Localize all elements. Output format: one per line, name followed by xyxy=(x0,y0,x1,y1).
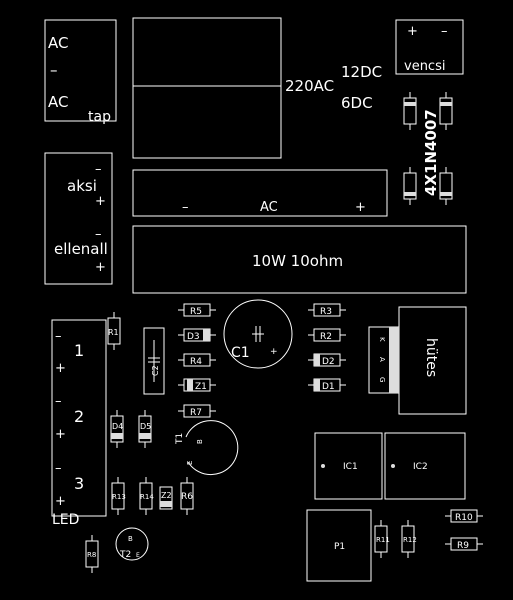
ellenall-label: ellenall xyxy=(54,240,108,258)
label-12dc: 12DC xyxy=(341,63,382,81)
led-plus-1: + xyxy=(55,361,66,376)
led-channel-3: 3 xyxy=(74,474,84,493)
r5-label: R5 xyxy=(190,307,202,317)
led-minus-1: – xyxy=(55,329,62,344)
d1-label: D1 xyxy=(322,382,335,392)
c1-label: C1 xyxy=(231,345,250,361)
ic1-package xyxy=(314,432,383,500)
ac-strip-plus: + xyxy=(355,200,366,215)
led-channel-2: 2 xyxy=(74,407,84,426)
t1-e: E xyxy=(186,461,194,465)
relay-label: hütes xyxy=(423,338,439,377)
ellenall-minus: – xyxy=(95,227,102,242)
ic2-label: IC2 xyxy=(413,462,428,472)
d4-label: D4 xyxy=(112,422,123,431)
ac-label-2: AC xyxy=(48,93,68,111)
z2-label: Z2 xyxy=(161,491,172,500)
led-plus-3: + xyxy=(55,494,66,509)
led-label: LED xyxy=(52,512,79,528)
t2-transistor xyxy=(115,527,149,561)
t1-transistor xyxy=(185,420,239,476)
label-220ac: 220AC xyxy=(285,77,334,95)
vencsi-plus: + xyxy=(407,24,418,39)
r11-label: R11 xyxy=(376,536,390,544)
z1-label: Z1 xyxy=(195,382,207,392)
aksi-label: aksi xyxy=(67,177,97,195)
r14-label: R14 xyxy=(140,493,154,501)
t2-label: T2 xyxy=(119,550,131,560)
aksi-plus: + xyxy=(95,194,106,209)
c1-plus: + xyxy=(270,347,278,357)
label-6dc: 6DC xyxy=(341,94,373,112)
c1-capacitor xyxy=(223,299,293,369)
bridge-diode-2 xyxy=(439,97,453,125)
r13-label: R13 xyxy=(112,493,126,501)
bridge-diode-1 xyxy=(403,97,417,125)
p1-label: P1 xyxy=(334,542,345,552)
d5-label: D5 xyxy=(140,422,151,431)
r12-label: R12 xyxy=(403,536,417,544)
led-terminal-block xyxy=(51,319,107,517)
d2-label: D2 xyxy=(322,357,335,367)
t2-e: E xyxy=(136,552,140,559)
ac-dash: – xyxy=(50,61,58,79)
ac-strip-minus: – xyxy=(182,200,189,215)
led-minus-3: – xyxy=(55,461,62,476)
r4-label: R4 xyxy=(190,357,202,367)
relay-pin-g: G xyxy=(378,377,386,382)
t1-b: B xyxy=(196,439,204,444)
r7-label: R7 xyxy=(190,408,202,418)
power-resistor xyxy=(132,225,467,294)
p1-potentiometer xyxy=(306,509,372,582)
vencsi-minus: – xyxy=(441,24,448,39)
r8-label: R8 xyxy=(87,551,96,559)
led-minus-2: – xyxy=(55,394,62,409)
t1-label: T1 xyxy=(175,433,185,445)
c2-capacitor xyxy=(143,327,165,395)
transformer-body xyxy=(132,17,282,159)
r3-label: R3 xyxy=(320,307,332,317)
bridge-label: 4X1N4007 xyxy=(422,109,440,196)
ac-label-1: AC xyxy=(48,34,68,52)
relay-pin-a: A xyxy=(378,357,386,362)
ellenall-plus: + xyxy=(95,260,106,275)
r1-label: R1 xyxy=(108,328,119,337)
ac-strip-label: AC xyxy=(260,200,278,215)
c2-label: C2 xyxy=(151,365,160,376)
r9-label: R9 xyxy=(457,541,469,551)
z2-zener xyxy=(159,486,173,510)
relay-pin-k: K xyxy=(378,337,386,342)
aksi-terminal-block xyxy=(44,152,113,285)
ic2-package xyxy=(384,432,466,500)
r6-label: R6 xyxy=(181,492,193,502)
t2-b: B xyxy=(128,535,133,543)
power-resistor-label: 10W 10ohm xyxy=(252,252,343,270)
aksi-minus: – xyxy=(95,162,102,177)
ac-strip-connector xyxy=(132,169,388,217)
tap-label: tap xyxy=(88,109,111,125)
ac-terminal-block xyxy=(44,19,117,122)
r10-label: R10 xyxy=(455,513,473,523)
d3-label: D3 xyxy=(187,332,200,342)
vencsi-label: vencsi xyxy=(404,59,445,74)
r2-label: R2 xyxy=(320,332,332,342)
ic1-label: IC1 xyxy=(343,462,358,472)
vencsi-connector xyxy=(395,19,464,75)
led-channel-1: 1 xyxy=(74,341,84,360)
led-plus-2: + xyxy=(55,427,66,442)
